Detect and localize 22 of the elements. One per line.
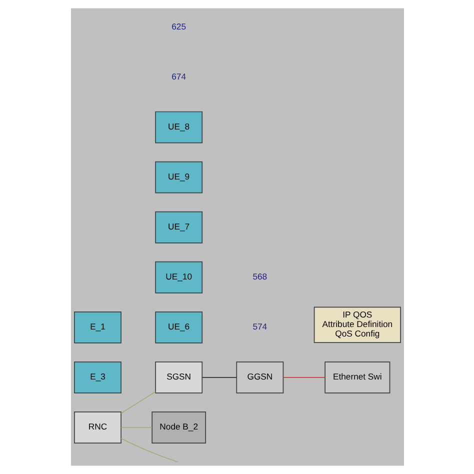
node-box: Node B_2 (151, 412, 206, 444)
node-box: IP QOS Attribute Definition QoS Config (313, 306, 400, 343)
connector (120, 391, 156, 414)
label: 574 (252, 322, 267, 332)
node-box: E_1 (74, 311, 121, 344)
node-box: UE_6 (154, 311, 202, 344)
connector (120, 438, 178, 462)
node-box: SGSN (154, 362, 202, 394)
label: 568 (252, 272, 267, 282)
node-box: UE_9 (154, 161, 202, 194)
connector (120, 427, 152, 428)
label: 625 (171, 21, 186, 32)
node-box: UE_10 (154, 261, 202, 294)
connector (282, 377, 325, 378)
node-box: UE_7 (154, 211, 202, 244)
node-box: Ethernet Swi (324, 362, 390, 394)
connector (201, 377, 236, 378)
node-box: E_3 (74, 362, 121, 394)
node-box: UE_8 (154, 111, 202, 144)
label: 674 (171, 71, 186, 82)
node-box: GGSN (236, 362, 284, 394)
node-box: RNC (74, 412, 121, 444)
